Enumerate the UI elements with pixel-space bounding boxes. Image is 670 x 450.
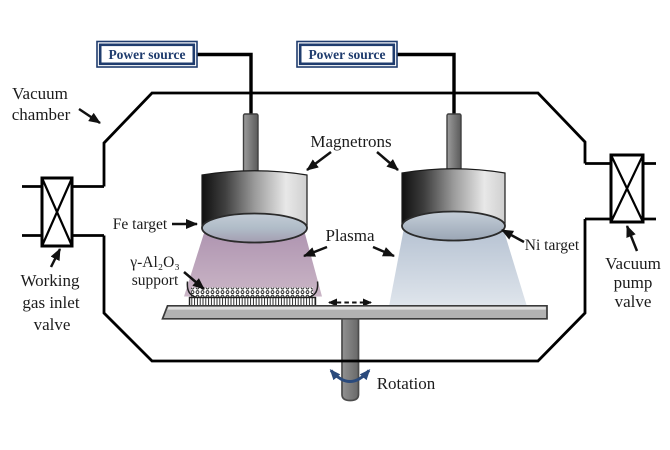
power-source-box-left: Power source bbox=[96, 40, 198, 68]
pump-valve-arrow bbox=[625, 225, 639, 252]
support-label-line1: γ-Al₂O₃ bbox=[129, 254, 180, 271]
plasma-right-arrow bbox=[372, 245, 395, 258]
ni-target-surface bbox=[401, 210, 506, 242]
fe-magnetron-stem bbox=[242, 113, 259, 175]
ni-target-arrow bbox=[501, 228, 525, 244]
support-arrow bbox=[183, 271, 205, 290]
working-gas-inlet-valve-symbol bbox=[40, 176, 74, 248]
ni-magnetron bbox=[401, 168, 506, 242]
plasma-label: Plasma bbox=[325, 226, 375, 245]
vacuum-chamber-label-line1: Vacuum bbox=[12, 84, 68, 103]
label-arrows bbox=[49, 107, 639, 290]
magnetrons-right-arrow bbox=[376, 151, 399, 171]
power-source-box-right: Power source bbox=[296, 40, 398, 68]
rotation-arrow bbox=[329, 368, 371, 383]
rotation-label: Rotation bbox=[377, 374, 436, 393]
power-source-left-label: Power source bbox=[108, 47, 185, 62]
support-mesh bbox=[191, 287, 313, 298]
plasma-left-arrow bbox=[303, 245, 328, 258]
support-base-bar bbox=[188, 296, 317, 307]
ni-plasma-cone bbox=[389, 228, 527, 307]
substrate-platform bbox=[161, 304, 548, 320]
support-label-line2: support bbox=[132, 272, 179, 289]
power-box-right-inner bbox=[298, 43, 396, 66]
pump-valve-label-line2: pump bbox=[614, 273, 653, 292]
vacuum-pump-valve-symbol bbox=[609, 153, 645, 224]
fe-magnetron bbox=[201, 170, 308, 244]
magnetrons-left-arrow bbox=[306, 151, 332, 171]
vacuum-chamber-arrow bbox=[78, 107, 101, 125]
fe-plasma-cone bbox=[184, 230, 322, 297]
working-valve-label-line2: gas inlet bbox=[22, 293, 79, 312]
text-labels: Vacuum chamber Magnetrons Plasma Fe targ… bbox=[12, 84, 661, 393]
fe-target-surface bbox=[201, 212, 308, 244]
working-valve-label-line1: Working bbox=[20, 271, 80, 290]
right-power-wire bbox=[396, 52, 456, 128]
working-valve-label-line3: valve bbox=[34, 315, 71, 334]
working-valve-arrow bbox=[49, 248, 62, 268]
fe-target-label: Fe target bbox=[113, 216, 168, 233]
power-box-left-inner bbox=[98, 43, 196, 66]
vacuum-chamber-label-line2: chamber bbox=[12, 105, 71, 124]
left-power-wire bbox=[196, 52, 253, 128]
ni-target-label: Ni target bbox=[525, 237, 580, 254]
pump-valve-label-line1: Vacuum bbox=[605, 254, 661, 273]
platform-top-highlight bbox=[167, 306, 546, 310]
ni-magnetron-stem bbox=[446, 113, 462, 173]
power-wires bbox=[196, 52, 456, 128]
pump-valve-label-line3: valve bbox=[615, 292, 652, 311]
magnetrons-label: Magnetrons bbox=[310, 132, 391, 151]
power-source-right-label: Power source bbox=[308, 47, 385, 62]
